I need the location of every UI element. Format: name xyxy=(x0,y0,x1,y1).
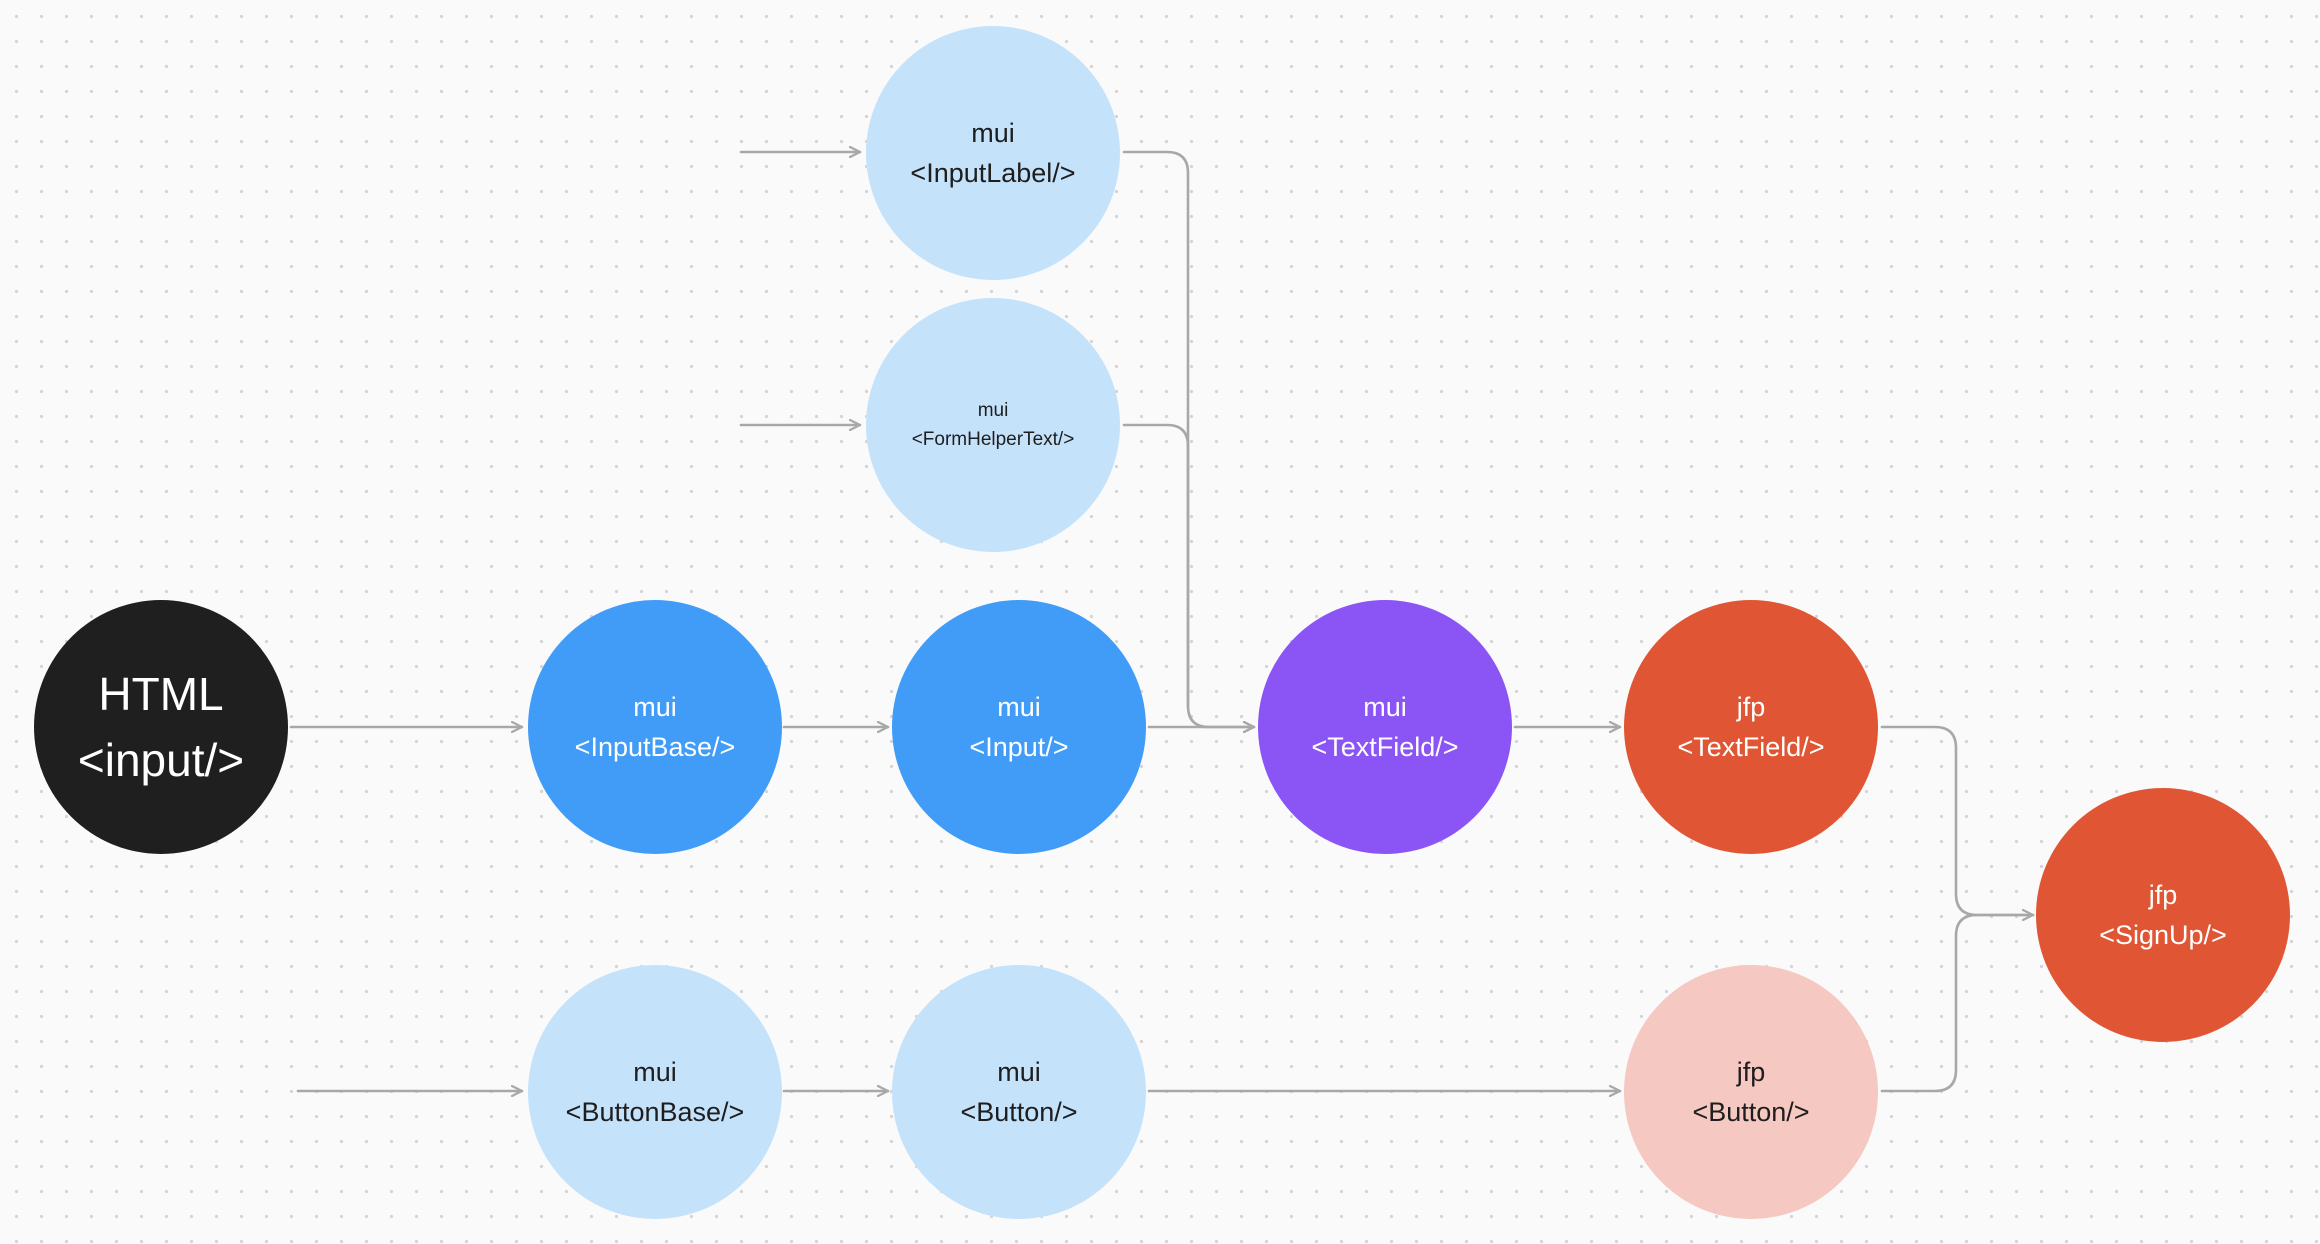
edge-mui-form-helper-text-to-mui-text-field xyxy=(1122,423,1190,708)
node-title: mui xyxy=(977,400,1009,421)
node-title: mui xyxy=(1363,692,1407,722)
node-title: jfp xyxy=(2148,880,2178,910)
node-mui-text-field[interactable]: mui <TextField/> xyxy=(1258,600,1512,854)
node-title: mui xyxy=(971,118,1015,148)
node-title: mui xyxy=(997,1057,1041,1087)
node-mui-input[interactable]: mui <Input/> xyxy=(892,600,1146,854)
node-component: <ButtonBase/> xyxy=(565,1097,745,1127)
node-mui-input-label[interactable]: mui <InputLabel/> xyxy=(866,26,1120,280)
node-title: jfp xyxy=(1736,692,1766,722)
node-component: <input/> xyxy=(77,734,245,786)
node-component: <FormHelperText/> xyxy=(911,429,1075,450)
node-component: <TextField/> xyxy=(1677,732,1825,762)
node-mui-button[interactable]: mui <Button/> xyxy=(892,965,1146,1219)
edge-jfp-text-field-to-jfp-sign-up xyxy=(1880,725,2035,915)
node-component: <TextField/> xyxy=(1311,732,1459,762)
node-component: <SignUp/> xyxy=(2099,920,2227,950)
node-title: HTML xyxy=(98,668,224,720)
node-component: <InputLabel/> xyxy=(910,158,1076,188)
node-title: jfp xyxy=(1736,1057,1766,1087)
node-component: <Button/> xyxy=(1692,1097,1810,1127)
node-title: mui xyxy=(633,1057,677,1087)
edge-jfp-button-to-jfp-sign-up xyxy=(1880,913,2035,1093)
node-title: mui xyxy=(997,692,1041,722)
node-component: <InputBase/> xyxy=(574,732,736,762)
node-jfp-button[interactable]: jfp <Button/> xyxy=(1624,965,1878,1219)
node-jfp-sign-up[interactable]: jfp <SignUp/> xyxy=(2036,788,2290,1042)
node-mui-input-base[interactable]: mui <InputBase/> xyxy=(528,600,782,854)
node-title: mui xyxy=(633,692,677,722)
node-mui-form-helper-text[interactable]: mui <FormHelperText/> xyxy=(866,298,1120,552)
node-html-input[interactable]: HTML <input/> xyxy=(34,600,288,854)
node-component: <Input/> xyxy=(969,732,1069,762)
node-jfp-text-field[interactable]: jfp <TextField/> xyxy=(1624,600,1878,854)
node-mui-button-base[interactable]: mui <ButtonBase/> xyxy=(528,965,782,1219)
node-component: <Button/> xyxy=(960,1097,1078,1127)
